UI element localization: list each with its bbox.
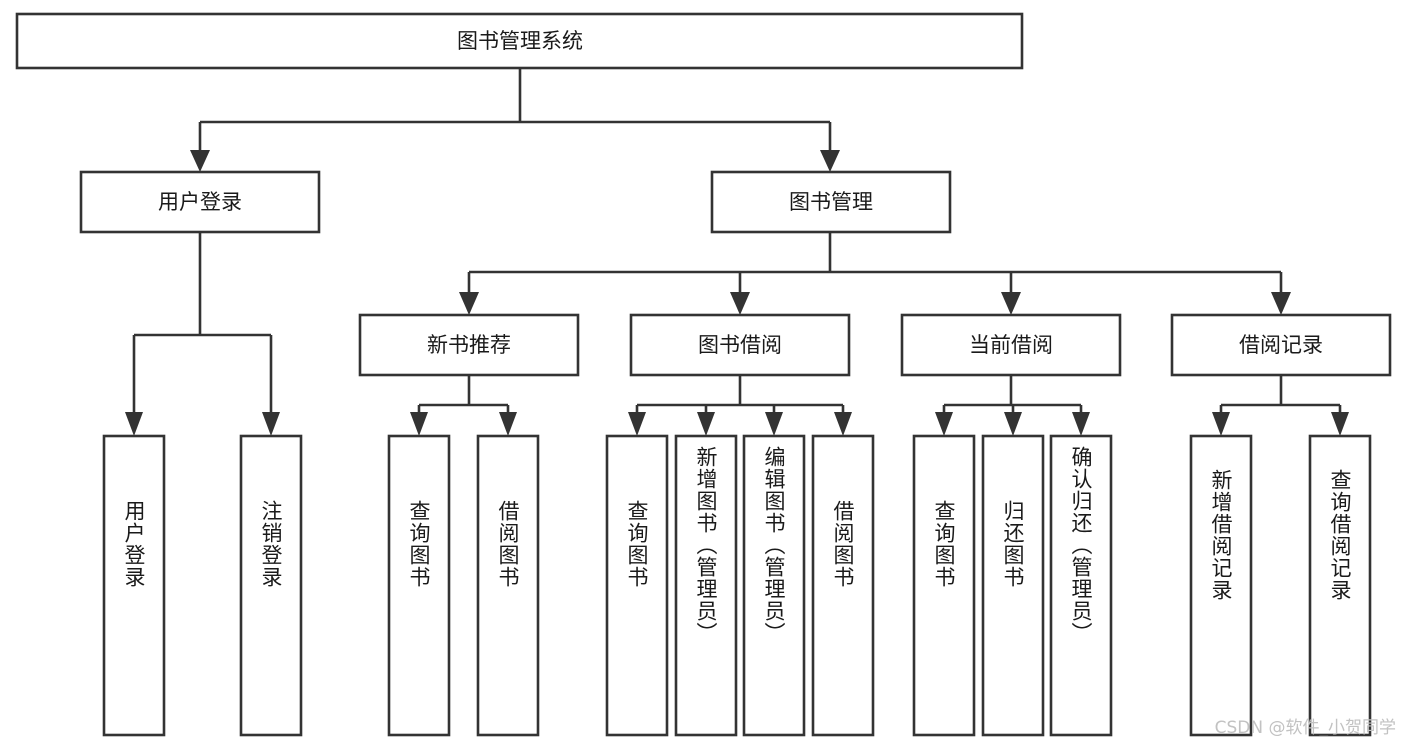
leaf-label-11: 确认归还（管理员） — [1069, 446, 1093, 644]
leaf-box-13 — [1308, 434, 1372, 737]
book-borrow-box — [629, 313, 851, 377]
arrow-head-leaf-5 — [628, 412, 646, 436]
node-borrow-record[interactable]: 借阅记录 — [1170, 313, 1392, 377]
leaf-box-10 — [981, 434, 1045, 737]
leaf-node-user-login[interactable]: 用户登录 — [102, 434, 166, 737]
new-book-recommend-box — [358, 313, 580, 377]
connector-group-user-login — [125, 232, 280, 436]
leaf-label-5: 查询图书 — [625, 500, 649, 588]
connector-group-current — [935, 375, 1090, 436]
user-login-box — [79, 170, 321, 234]
leaf-label-4: 借阅图书 — [496, 500, 520, 588]
leaf-label-2: 注销登录 — [259, 500, 283, 588]
arrow-head-leaf-3 — [410, 412, 428, 436]
leaf-label-7: 编辑图书（管理员） — [762, 446, 786, 644]
leaf-box-4 — [476, 434, 540, 737]
borrow-record-box — [1170, 313, 1392, 377]
leaf-box-1 — [102, 434, 166, 737]
leaf-box-2 — [239, 434, 303, 737]
connector-group-record — [1212, 375, 1349, 436]
current-borrow-box — [900, 313, 1122, 377]
node-new-book-recommend[interactable]: 新书推荐 — [358, 313, 580, 377]
arrow-head-leaf-6 — [697, 412, 715, 436]
connector-group-root — [190, 68, 840, 172]
watermark-label: CSDN @软件_小贺同学 — [1215, 718, 1396, 738]
leaf-box-11 — [1049, 434, 1113, 737]
leaf-label-3: 查询图书 — [407, 500, 431, 588]
leaf-box-7 — [742, 434, 806, 737]
arrow-head-borrow — [730, 292, 750, 315]
arrow-head-leaf-7 — [765, 412, 783, 436]
arrow-head-leaf-10 — [1004, 412, 1022, 436]
root-box — [15, 12, 1024, 70]
leaf-node-query-book-current[interactable]: 查询图书 — [912, 434, 976, 737]
leaf-box-12 — [1189, 434, 1253, 737]
new-book-recommend-label: 新书推荐 — [427, 333, 511, 357]
leaf-node-add-borrow-record[interactable]: 新增借阅记录 — [1189, 434, 1253, 737]
connector-group-book-mgmt — [459, 232, 1291, 315]
leaf-node-query-borrow-record[interactable]: 查询借阅记录 — [1308, 434, 1372, 737]
leaf-label-9: 查询图书 — [932, 500, 956, 588]
root-label: 图书管理系统 — [457, 29, 583, 53]
arrow-head-leaf-12 — [1212, 412, 1230, 436]
arrow-head-user-login — [190, 150, 210, 172]
node-root[interactable]: 图书管理系统 — [15, 12, 1024, 70]
current-borrow-label: 当前借阅 — [969, 333, 1053, 357]
book-management-box — [710, 170, 952, 234]
arrow-head-leaf-2 — [262, 412, 280, 436]
leaf-label-1: 用户登录 — [122, 500, 146, 588]
leaf-box-3 — [387, 434, 451, 737]
leaf-label-6: 新增图书（管理员） — [694, 446, 718, 644]
arrow-head-leaf-11 — [1072, 412, 1090, 436]
leaf-node-return-book[interactable]: 归还图书 — [981, 434, 1045, 737]
node-current-borrow[interactable]: 当前借阅 — [900, 313, 1122, 377]
leaf-label-8: 借阅图书 — [831, 500, 855, 588]
arrow-head-leaf-8 — [834, 412, 852, 436]
leaf-node-query-book-new[interactable]: 查询图书 — [387, 434, 451, 737]
leaf-box-9 — [912, 434, 976, 737]
arrow-head-book-mgmt — [820, 150, 840, 172]
leaf-node-query-book-borrow[interactable]: 查询图书 — [605, 434, 669, 737]
user-login-label: 用户登录 — [158, 190, 242, 214]
leaf-label-13: 查询借阅记录 — [1328, 469, 1352, 601]
book-management-label: 图书管理 — [789, 190, 873, 214]
connector-group-new-book — [410, 375, 517, 436]
leaf-label-10: 归还图书 — [1001, 500, 1025, 588]
leaf-box-5 — [605, 434, 669, 737]
leaf-box-8 — [811, 434, 875, 737]
node-book-borrow[interactable]: 图书借阅 — [629, 313, 851, 377]
connector-group-borrow — [628, 375, 852, 436]
arrow-head-new-book — [459, 292, 479, 315]
arrow-head-leaf-4 — [499, 412, 517, 436]
leaf-node-edit-book-admin[interactable]: 编辑图书（管理员） — [742, 434, 806, 737]
node-book-management[interactable]: 图书管理 — [710, 170, 952, 234]
leaf-node-add-book-admin[interactable]: 新增图书（管理员） — [674, 434, 738, 737]
arrow-head-leaf-9 — [935, 412, 953, 436]
node-user-login[interactable]: 用户登录 — [79, 170, 321, 234]
leaf-node-confirm-return-admin[interactable]: 确认归还（管理员） — [1049, 434, 1113, 737]
leaf-label-12: 新增借阅记录 — [1209, 469, 1233, 601]
borrow-record-label: 借阅记录 — [1239, 333, 1323, 357]
book-borrow-label: 图书借阅 — [698, 333, 782, 357]
arrow-head-current — [1001, 292, 1021, 315]
leaf-box-6 — [674, 434, 738, 737]
leaf-node-borrow-book[interactable]: 借阅图书 — [811, 434, 875, 737]
arrow-head-record — [1271, 292, 1291, 315]
arrow-head-leaf-1 — [125, 412, 143, 436]
leaf-node-borrow-book-new[interactable]: 借阅图书 — [476, 434, 540, 737]
arrow-head-leaf-13 — [1331, 412, 1349, 436]
leaf-node-logout[interactable]: 注销登录 — [239, 434, 303, 737]
